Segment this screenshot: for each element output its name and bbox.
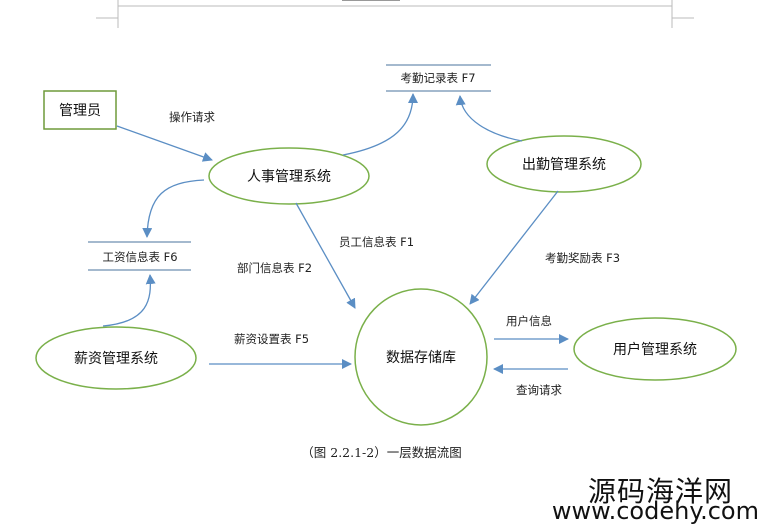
flow-label-department-info: 部门信息表 F2	[237, 261, 312, 275]
arrow-admin-to-hr	[116, 125, 213, 162]
watermark-url: www.codehy.com	[551, 497, 759, 525]
arrow-attendance-to-attendance-record	[455, 95, 523, 142]
user-system-node[interactable]: 用户管理系统	[573, 317, 737, 381]
datastore-node[interactable]: 数据存储库	[354, 288, 488, 426]
flow-label-operation-request: 操作请求	[169, 110, 215, 124]
arrow-salary-system-to-salary-info	[102, 274, 156, 327]
admin-label: 管理员	[59, 103, 101, 119]
flow-label-user-info: 用户信息	[506, 314, 552, 328]
salary-info-label: 工资信息表 F6	[102, 250, 177, 264]
flow-label-attendance-reward: 考勤奖励表 F3	[545, 251, 620, 265]
page-header-frame	[96, 0, 694, 28]
flow-label-salary-settings: 薪资设置表 F5	[234, 332, 309, 346]
salary-info-store[interactable]: 工资信息表 F6	[88, 241, 191, 271]
flow-label-employee-info: 员工信息表 F1	[339, 235, 414, 249]
datastore-label: 数据存储库	[386, 350, 456, 366]
user-system-label: 用户管理系统	[613, 341, 697, 358]
hr-system-node[interactable]: 人事管理系统	[208, 147, 370, 205]
admin-node[interactable]: 管理员	[43, 90, 117, 130]
figure-caption: （图 2.2.1-2）一层数据流图	[301, 445, 462, 460]
attendance-system-label: 出勤管理系统	[522, 157, 606, 173]
flow-label-query-request: 查询请求	[516, 383, 562, 397]
attendance-system-node[interactable]: 出勤管理系统	[486, 135, 642, 193]
arrow-hr-to-attendance-record	[342, 93, 418, 156]
attendance-record-store[interactable]: 考勤记录表 F7	[386, 64, 491, 92]
attendance-record-label: 考勤记录表 F7	[400, 71, 475, 85]
salary-system-node[interactable]: 薪资管理系统	[35, 326, 197, 390]
salary-system-label: 薪资管理系统	[74, 351, 158, 367]
hr-system-label: 人事管理系统	[247, 169, 331, 185]
arrow-hr-to-salary-info	[142, 179, 205, 238]
watermark-title: 源码海洋网	[587, 475, 733, 508]
arrow-hr-to-datastore	[295, 202, 356, 309]
arrow-attendance-to-datastore	[469, 190, 559, 305]
